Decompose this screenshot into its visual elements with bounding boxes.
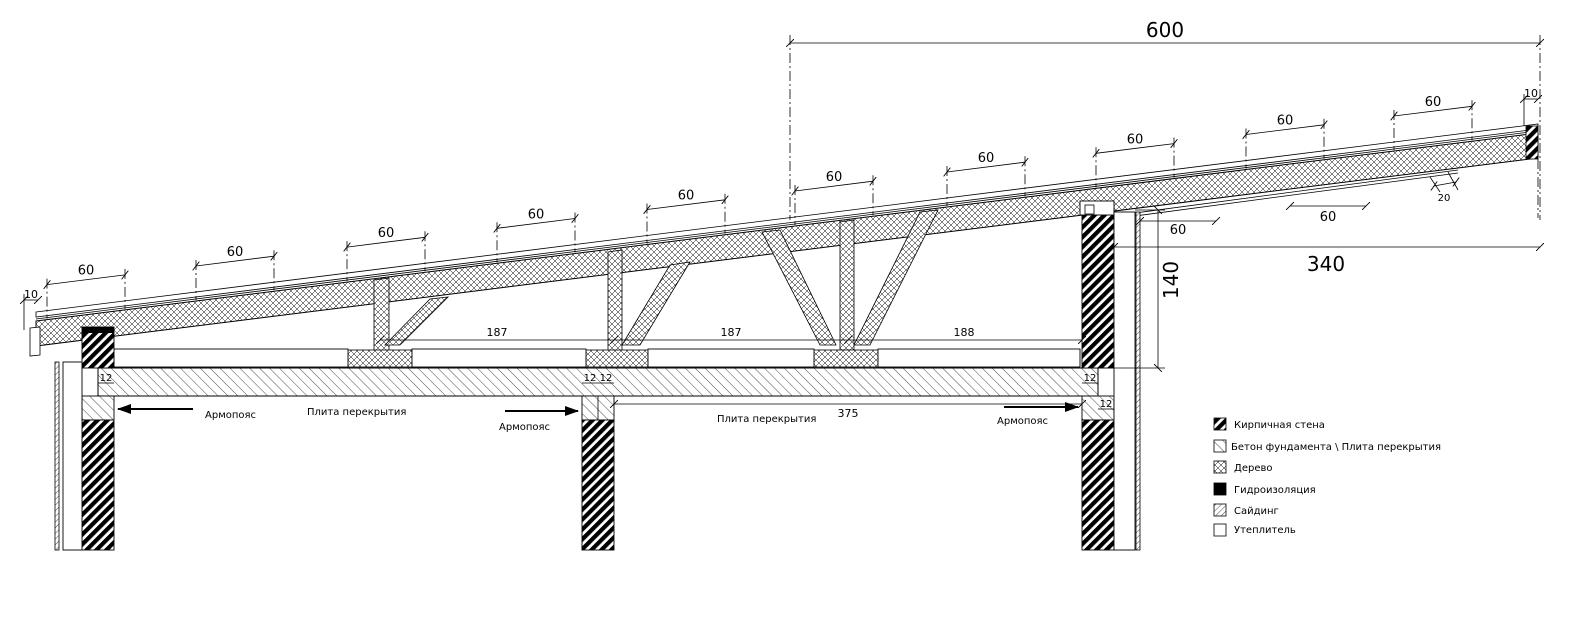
rafter-wood	[35, 132, 1539, 347]
legend-swatch-siding	[1213, 503, 1227, 517]
rafter-dim-line	[1394, 106, 1472, 116]
dimension-lines	[24, 35, 1540, 410]
legend-label-insulation: Утеплитель	[1234, 525, 1296, 536]
wall-left-upper	[81, 326, 115, 369]
rafter-dim-line	[1096, 144, 1174, 154]
dim-span-1: 187	[487, 326, 508, 339]
siding-left	[54, 361, 60, 551]
truss-webs	[347, 209, 939, 368]
dim-lower-60-a: 60	[1170, 223, 1187, 238]
eave-board-left	[29, 326, 41, 357]
rafter-dim-line	[795, 181, 873, 191]
dim-slab-span: 375	[838, 407, 859, 420]
rafter-dim-line	[647, 200, 725, 210]
floor-slab	[97, 367, 1099, 397]
label-slab-left: Плита перекрытия	[307, 407, 406, 418]
dim-span-2: 187	[721, 326, 742, 339]
dim-edge-left: 10	[24, 288, 38, 301]
legend-label-wood: Дерево	[1234, 463, 1272, 474]
dim-wall-12-right: 12	[1084, 373, 1097, 384]
dim-span-3: 188	[954, 326, 975, 339]
rafter-dim-label: 60	[678, 189, 695, 204]
rafter-spacing-dims: 60 60 60 60 60 60 60 60 60 60	[47, 95, 1472, 319]
ridge-end-block	[1525, 125, 1539, 160]
wall-right-upper	[1081, 202, 1115, 369]
rafter-dim-label: 60	[826, 170, 843, 185]
armopoyas-right	[1081, 395, 1115, 421]
label-armopoyas-right: Армопояс	[997, 416, 1048, 427]
label-slab-middle: Плита перекрытия	[717, 414, 816, 425]
wall-middle	[581, 419, 615, 551]
legend-label-brick: Кирпичная стена	[1234, 420, 1325, 431]
dim-purlin-below: 20	[1438, 193, 1451, 204]
roof-covering	[35, 123, 1539, 318]
rafter-dim-label: 60	[78, 264, 95, 279]
dim-wall-12-mid-a: 12	[584, 373, 597, 384]
legend-label-waterproofing: Гидроизоляция	[1234, 485, 1316, 496]
legend-label-concrete: Бетон фундамента \ Плита перекрытия	[1231, 442, 1441, 453]
rafter-dim-label: 60	[1425, 95, 1442, 110]
legend-swatch-insulation	[1213, 523, 1227, 537]
legend-swatch-wood	[1213, 460, 1227, 474]
dim-wall-12-left: 12	[100, 373, 113, 384]
label-armopoyas-middle: Армопояс	[499, 422, 550, 433]
ceiling-insulation	[113, 348, 1081, 368]
armopoyas-left	[81, 395, 115, 421]
legend-swatch-concrete	[1213, 439, 1227, 453]
rafter-dim-label: 60	[1127, 132, 1144, 147]
wall-right-lower	[1081, 419, 1115, 551]
legend-swatch-waterproofing	[1213, 482, 1227, 496]
dim-overall-width: 600	[1146, 18, 1184, 42]
walls	[54, 200, 1141, 551]
rafter-dim-line	[947, 162, 1025, 172]
rafter-dim-label: 60	[1277, 114, 1294, 129]
rafter-dim-line	[1246, 125, 1324, 135]
rafter-dim-label: 60	[978, 151, 995, 166]
label-armopoyas-left: Армопояс	[205, 410, 256, 421]
roof-assembly	[29, 123, 1539, 357]
wall-left-lower	[81, 419, 115, 551]
dim-height: 140	[1159, 261, 1183, 299]
siding-right	[1135, 211, 1141, 551]
rafter-dim-line	[347, 237, 425, 247]
legend-swatch-brick	[1213, 417, 1227, 431]
rafter-dim-label: 60	[528, 207, 545, 222]
rafter-dim-line	[497, 219, 575, 229]
dim-right-span: 340	[1307, 252, 1345, 276]
rafter-dim-label: 60	[378, 226, 395, 241]
rafter-dim-label: 60	[227, 245, 244, 260]
rafter-dim-line	[47, 275, 125, 285]
dim-lower-60-b: 60	[1320, 210, 1337, 225]
rafter-dim-line	[196, 256, 274, 266]
dim-wall-12-mid-b: 12	[600, 373, 613, 384]
legend-label-siding: Сайдинг	[1234, 506, 1279, 517]
dim-edge-right: 10	[1524, 87, 1538, 100]
dim-wall-12-right-b: 12	[1100, 399, 1113, 410]
legend: Кирпичная стена Бетон фундамента \ Плита…	[1213, 417, 1441, 537]
